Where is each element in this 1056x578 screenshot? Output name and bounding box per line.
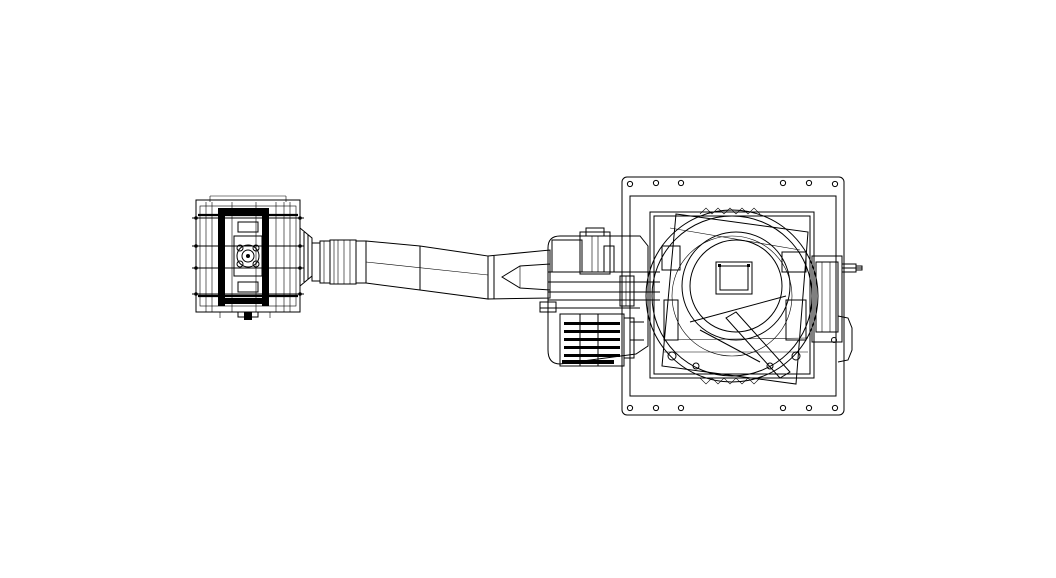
base-motor	[811, 255, 863, 363]
elbow-joint-and-motor	[539, 227, 660, 367]
base-turntable	[645, 207, 819, 385]
forearm	[365, 240, 551, 300]
wrist-flange	[299, 227, 313, 287]
wrist-tube	[311, 239, 367, 285]
motor-fins	[562, 322, 620, 364]
base-mounting-plate	[621, 176, 845, 416]
mounting-bolts	[626, 179, 839, 412]
end-effector-gripper	[192, 195, 304, 320]
